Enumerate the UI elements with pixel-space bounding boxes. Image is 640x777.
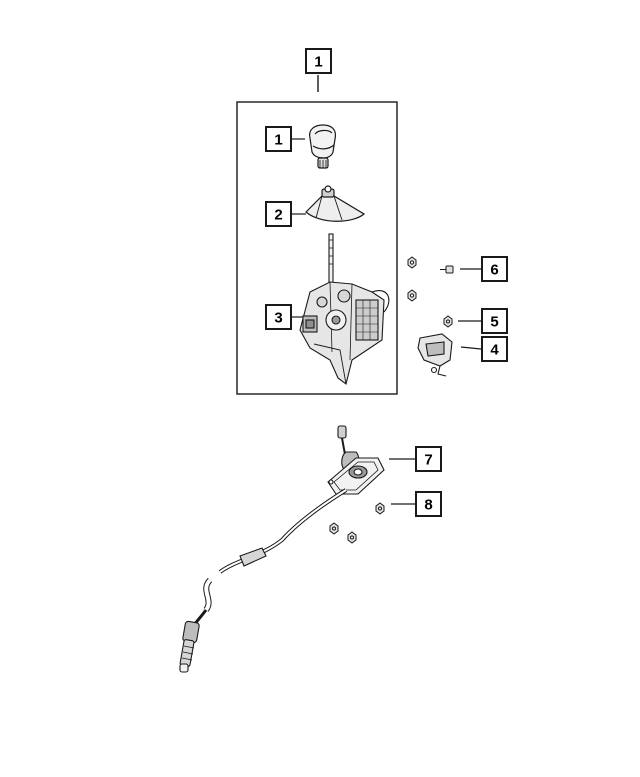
callout-label: 4 (490, 342, 499, 359)
callout-1-top[interactable]: 1 (305, 48, 332, 74)
callout-3[interactable]: 3 (265, 304, 292, 330)
callout-4[interactable]: 4 (481, 336, 508, 362)
callout-8[interactable]: 8 (415, 491, 442, 517)
bolt-fastener[interactable] (440, 265, 454, 274)
plate-nut[interactable] (375, 502, 385, 515)
leader-lines (292, 138, 482, 505)
callout-label: 5 (490, 314, 498, 331)
callout-label: 3 (274, 310, 282, 327)
nut-fastener[interactable] (407, 256, 417, 269)
callout-5[interactable]: 5 (481, 308, 508, 334)
callout-6[interactable]: 6 (481, 256, 508, 282)
shift-cable-assembly[interactable] (179, 425, 385, 673)
callout-label: 6 (490, 262, 498, 279)
nut-fastener[interactable] (407, 289, 417, 302)
mounting-bracket[interactable] (417, 333, 453, 377)
shift-knob[interactable] (309, 124, 337, 169)
callout-2[interactable]: 2 (265, 201, 292, 227)
callout-label: 8 (424, 497, 432, 514)
clip-nut[interactable] (443, 315, 453, 328)
shifter-assembly[interactable] (299, 233, 390, 385)
callout-label: 1 (274, 132, 282, 149)
plate-nut[interactable] (329, 522, 339, 535)
callout-1[interactable]: 1 (265, 126, 292, 152)
callout-label: 1 (314, 54, 322, 71)
callout-7[interactable]: 7 (415, 446, 442, 472)
shift-boot[interactable] (305, 185, 366, 222)
plate-nut[interactable] (347, 531, 357, 544)
callout-label: 7 (424, 452, 432, 469)
callout-label: 2 (274, 207, 282, 224)
assembly-frame (236, 101, 398, 395)
